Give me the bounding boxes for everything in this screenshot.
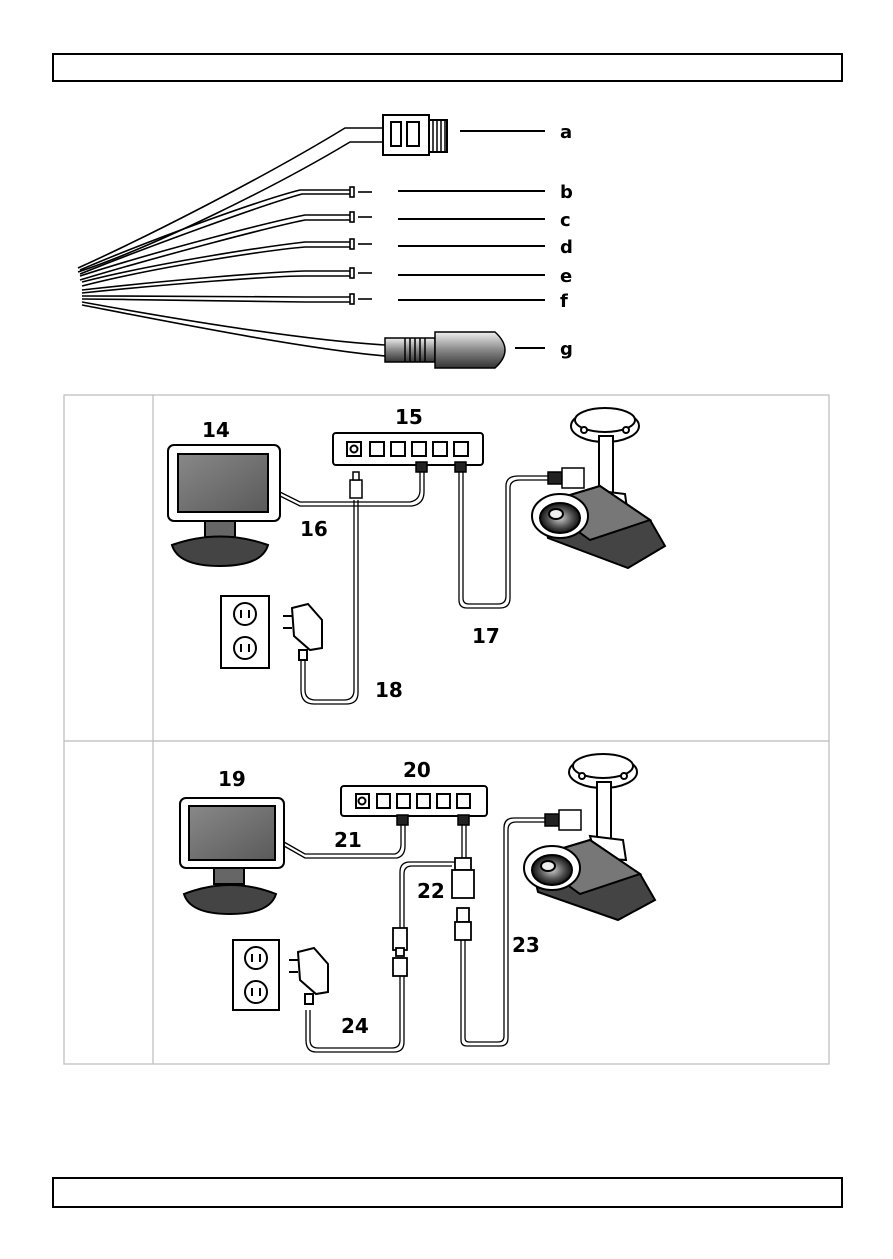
label-poe-22: 22 [417,879,445,903]
monitor-icon [168,445,280,566]
wire-g [82,302,385,345]
label-monitor-14: 14 [202,418,230,442]
label-e: e [560,266,572,287]
ip-camera-icon [532,408,665,568]
label-d: d [560,237,573,258]
network-switch-icon [341,786,487,816]
connector-cable-figure [78,128,385,356]
rj45-plug-icon [383,115,447,155]
label-switch-20: 20 [403,758,431,782]
label-cable-16: 16 [300,517,328,541]
wire-f [82,296,350,297]
poe-injector-icon [393,858,474,976]
dc-jack-icon [385,332,505,368]
power-adapter-icon [283,604,322,660]
wall-outlet-icon [233,940,279,1010]
label-b: b [560,182,573,203]
dc-plug-icon [350,472,362,498]
label-c: c [560,210,571,231]
wire-c [80,215,350,276]
label-cable-23: 23 [512,933,540,957]
label-cable-21: 21 [334,828,362,852]
label-f: f [560,291,568,312]
label-g: g [560,339,573,360]
label-a: a [560,122,572,143]
label-power-24: 24 [341,1014,369,1038]
setup-1-diagram: 14 15 16 17 18 [168,405,665,704]
wall-outlet-icon [221,596,269,668]
label-cable-17: 17 [472,624,500,648]
network-switch-icon [333,433,483,465]
power-adapter-icon [289,948,328,1004]
label-monitor-19: 19 [218,767,246,791]
setup-2-diagram: 19 20 21 22 23 24 [180,754,655,1052]
ip-camera-icon [524,754,655,920]
monitor-icon [180,798,284,914]
letter-leader-lines [398,131,545,348]
label-power-18: 18 [375,678,403,702]
label-switch-15: 15 [395,405,423,429]
